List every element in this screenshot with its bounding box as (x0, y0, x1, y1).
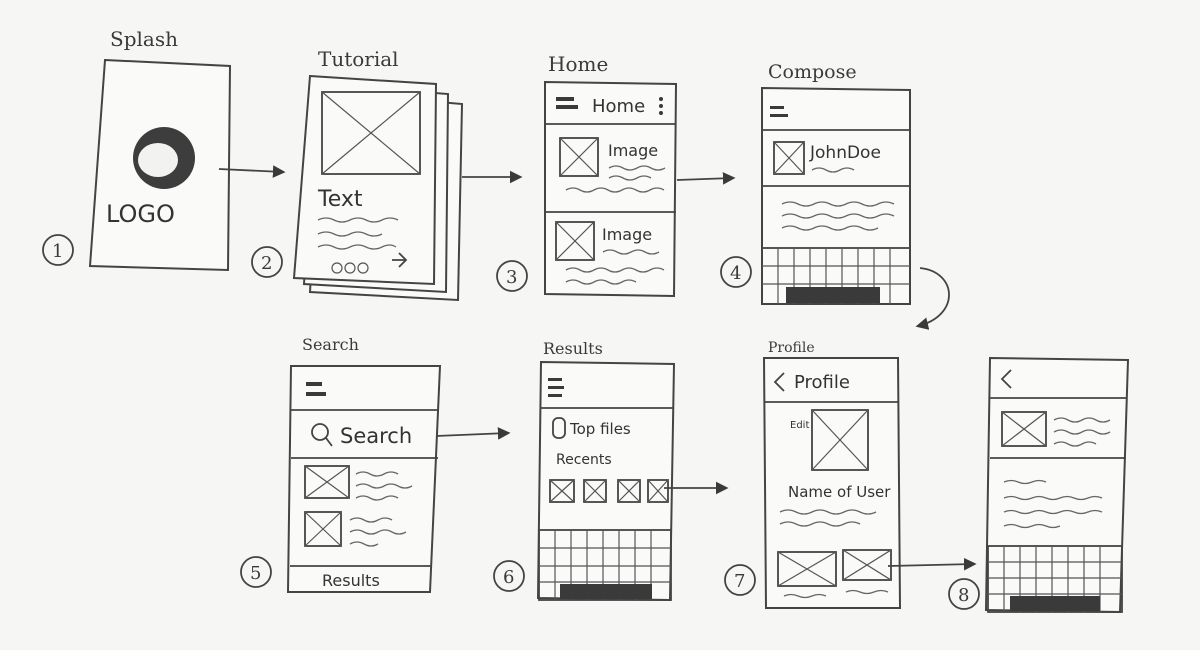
step-number-circle-2 (251, 246, 283, 278)
overflow-menu-icon (659, 97, 663, 115)
screen-results: Results Top files Recents (493, 339, 676, 602)
profile-frame (762, 357, 902, 609)
screen-tutorial: Tutorial Text 2 (251, 47, 464, 302)
home-item-1-title: Image (608, 141, 658, 160)
back-arrow-icon[interactable] (773, 372, 785, 392)
tutorial-pagination-dots (331, 262, 369, 274)
hamburger-menu-icon (306, 382, 326, 396)
step-number-circle-1 (42, 234, 74, 266)
search-icon (311, 423, 333, 447)
step-number-1: 1 (52, 241, 63, 262)
flow-arrow-4-5-curved (915, 267, 950, 330)
search-frame (286, 365, 442, 593)
profile-header-title: Profile (794, 372, 850, 393)
home-frame (544, 80, 678, 298)
tutorial-next-arrow-icon (392, 252, 408, 268)
search-result-thumbnail-icon (304, 511, 342, 547)
screen-title-compose: Compose (768, 61, 857, 83)
profile-photo-placeholder-icon (811, 409, 869, 471)
screen-profile: Profile Profile Edit Name of User 7 (724, 340, 902, 609)
logo-shape-icon (133, 127, 195, 189)
step-number-3: 3 (506, 267, 517, 288)
pin-icon (552, 417, 566, 439)
step-number-circle-4 (720, 256, 752, 288)
search-field-label[interactable]: Search (340, 424, 412, 448)
results-top-files: Top files (569, 420, 631, 438)
splash-logo-text: LOGO (106, 200, 175, 228)
hamburger-menu-icon (548, 378, 564, 397)
home-item-thumbnail-icon (555, 221, 595, 261)
back-arrow-icon[interactable] (1000, 369, 1012, 389)
profile-edit-link[interactable]: Edit (790, 420, 809, 431)
screen-title-tutorial: Tutorial (318, 47, 399, 71)
recent-thumbnail-icon[interactable] (647, 479, 669, 503)
home-item-thumbnail-icon (559, 137, 599, 177)
compose-frame (761, 86, 911, 305)
profile-user-name: Name of User (788, 483, 891, 501)
detail-thumbnail-icon (1001, 411, 1047, 447)
keyboard-spacebar[interactable] (560, 584, 652, 599)
search-result-thumbnail-icon (304, 465, 350, 499)
screen-detail: 8 (948, 356, 1130, 614)
flow-arrow-7-8 (887, 557, 977, 571)
screen-home: Home Home Image Image (496, 52, 678, 298)
compose-keyboard[interactable] (761, 247, 911, 305)
tutorial-card (292, 74, 438, 286)
tutorial-image-placeholder-icon (321, 91, 421, 175)
compose-avatar-icon (773, 141, 805, 175)
recent-thumbnail-icon[interactable] (549, 479, 575, 503)
flow-arrow-5-6 (435, 427, 511, 440)
screen-search: Search Search Results 5 (240, 335, 442, 593)
step-number-circle-8 (948, 578, 980, 610)
flow-arrow-3-4 (676, 172, 736, 185)
recent-thumbnail-icon[interactable] (583, 479, 607, 503)
profile-gallery-thumbnail-icon[interactable] (842, 549, 892, 581)
screen-title-splash: Splash (110, 27, 178, 51)
step-number-4: 4 (730, 263, 741, 284)
step-number-circle-3 (496, 260, 528, 292)
home-header-title: Home (592, 96, 645, 117)
step-number-5: 5 (250, 563, 261, 584)
screen-title-home: Home (548, 52, 608, 76)
step-number-circle-7 (724, 564, 756, 596)
step-number-8: 8 (958, 585, 969, 606)
hamburger-menu-icon (770, 106, 788, 117)
screen-compose: Compose JohnDoe (720, 61, 911, 305)
step-number-circle-6 (493, 560, 525, 592)
keyboard-spacebar[interactable] (1010, 596, 1100, 611)
results-recents-label: Recents (556, 452, 612, 468)
home-item-2-title: Image (602, 225, 652, 244)
step-number-2: 2 (261, 253, 272, 274)
screen-title-profile: Profile (768, 340, 815, 356)
profile-gallery-thumbnail-icon[interactable] (777, 551, 837, 587)
keyboard-spacebar[interactable] (786, 287, 880, 303)
results-keyboard[interactable] (538, 529, 672, 601)
search-footer-results[interactable]: Results (322, 571, 380, 590)
step-number-7: 7 (734, 571, 745, 592)
screen-title-results: Results (543, 339, 603, 358)
screen-splash: Splash LOGO 1 (42, 27, 232, 272)
step-number-circle-5 (240, 556, 272, 588)
recent-thumbnail-icon[interactable] (617, 479, 641, 503)
compose-user-name: JohnDoe (809, 143, 881, 163)
hamburger-menu-icon (556, 97, 578, 109)
detail-frame (984, 356, 1130, 614)
step-number-6: 6 (503, 567, 514, 588)
screen-title-search: Search (302, 335, 359, 354)
detail-keyboard[interactable] (987, 545, 1123, 613)
tutorial-text-label: Text (317, 187, 363, 212)
flow-arrow-1-2 (218, 165, 286, 178)
